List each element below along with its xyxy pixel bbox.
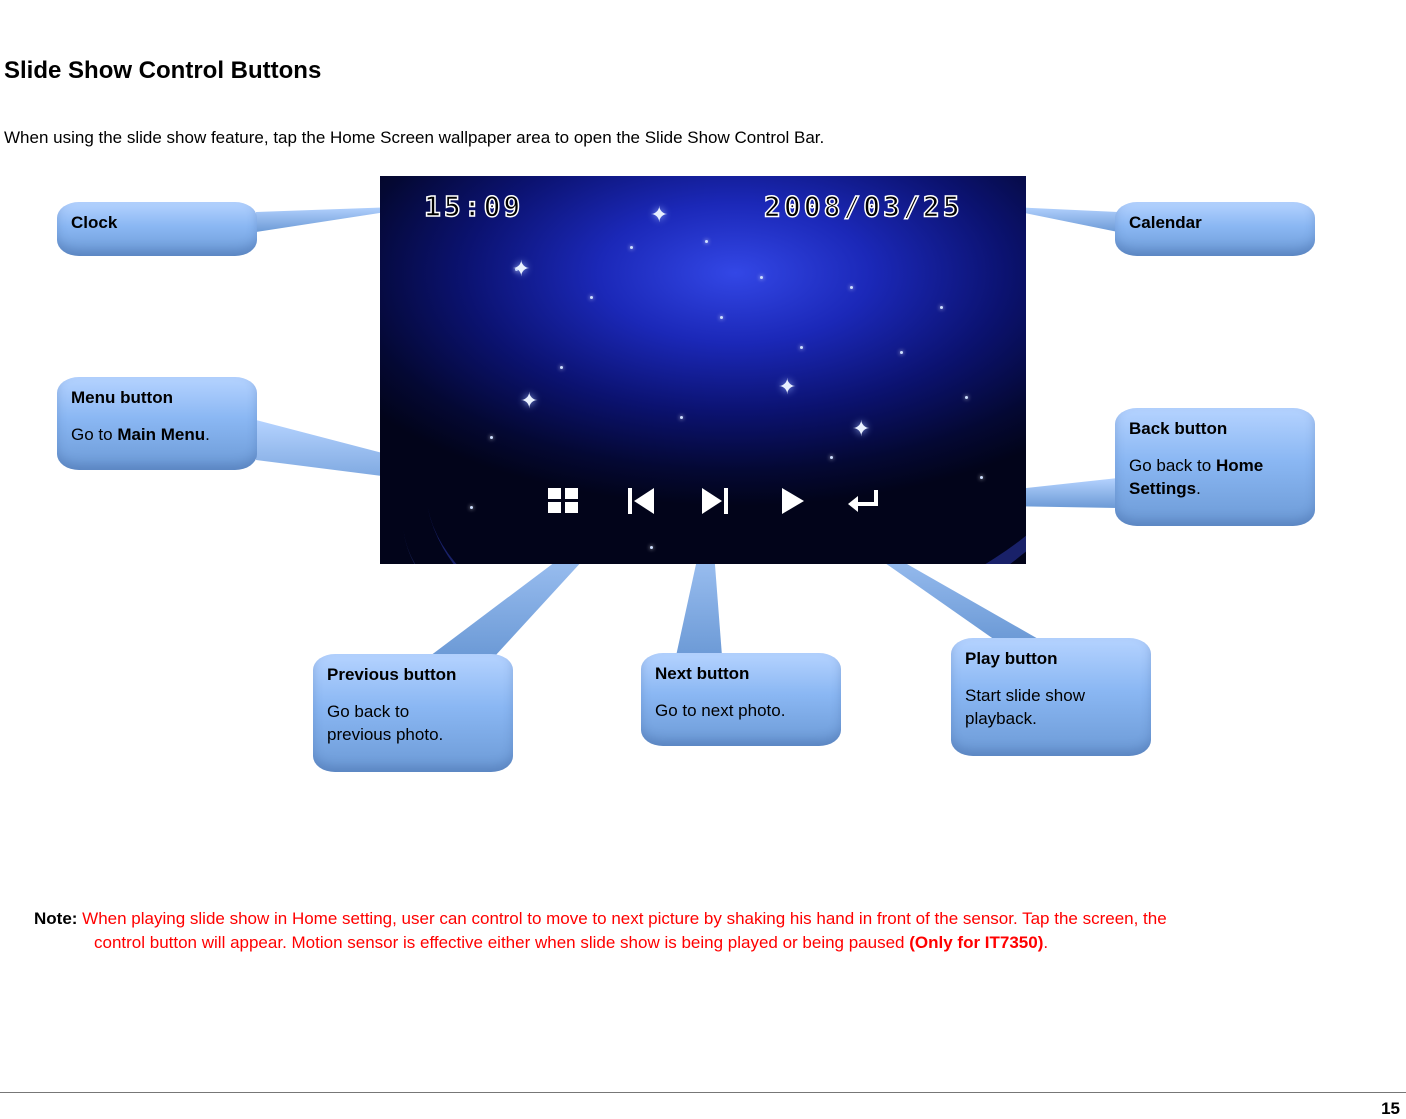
- play-icon[interactable]: [776, 486, 812, 516]
- star: [630, 246, 633, 249]
- star: [980, 476, 983, 479]
- star: [705, 240, 708, 243]
- star: [720, 316, 723, 319]
- sparkle-star: ✦: [512, 256, 531, 281]
- next-icon[interactable]: [696, 486, 732, 516]
- star: [760, 276, 763, 279]
- star: [800, 346, 803, 349]
- star: [680, 416, 683, 419]
- next-button-callout: Next button Go to next photo.: [641, 653, 841, 746]
- sparkle-star: ✦: [520, 388, 539, 413]
- star: [830, 456, 833, 459]
- clock-callout-title: Clock: [71, 213, 118, 232]
- star: [850, 286, 853, 289]
- clock-display: 15:09: [423, 189, 524, 224]
- star: [560, 366, 563, 369]
- back-button-callout: Back button Go back to Home Settings.: [1115, 408, 1315, 526]
- menu-callout-desc: Go to Main Menu.: [71, 425, 210, 444]
- back-icon[interactable]: [846, 486, 882, 516]
- sparkle-star: ✦: [778, 374, 797, 399]
- note-text-line1: When playing slide show in Home setting,…: [77, 909, 1167, 928]
- note-paragraph: Note: When playing slide show in Home se…: [34, 907, 1394, 955]
- sparkle-star: ✦: [852, 416, 871, 441]
- calendar-callout-title: Calendar: [1129, 213, 1202, 232]
- star: [515, 268, 518, 271]
- previous-icon[interactable]: [624, 486, 660, 516]
- next-callout-desc: Go to next photo.: [655, 701, 786, 720]
- sparkle-star: ✦: [650, 202, 669, 227]
- play-callout-desc: Start slide show playback.: [965, 686, 1085, 728]
- star: [590, 296, 593, 299]
- star: [470, 506, 473, 509]
- page-number: 15: [1381, 1099, 1400, 1118]
- star: [965, 396, 968, 399]
- menu-button-callout: Menu button Go to Main Menu.: [57, 377, 257, 470]
- star: [900, 351, 903, 354]
- page-title: Slide Show Control Buttons: [4, 57, 322, 84]
- intro-text: When using the slide show feature, tap t…: [4, 128, 825, 147]
- star: [940, 306, 943, 309]
- previous-callout-desc: Go back to previous photo.: [327, 702, 444, 744]
- clock-callout: Clock: [57, 202, 257, 256]
- calendar-callout: Calendar: [1115, 202, 1315, 256]
- star: [490, 436, 493, 439]
- home-screen-wallpaper[interactable]: ✦ ✦ ✦ ✦ ✦ 15:09 2008/03/25: [380, 176, 1026, 564]
- calendar-display: 2008/03/25: [763, 189, 963, 224]
- next-callout-title: Next button: [655, 664, 750, 683]
- play-callout-title: Play button: [965, 649, 1058, 668]
- back-callout-desc: Go back to Home Settings.: [1129, 456, 1264, 498]
- note-text-line2: control button will appear. Motion senso…: [94, 933, 1049, 952]
- star: [650, 546, 653, 549]
- back-callout-title: Back button: [1129, 419, 1228, 438]
- menu-callout-title: Menu button: [71, 388, 173, 407]
- play-button-callout: Play button Start slide show playback.: [951, 638, 1151, 756]
- footer-divider: [0, 1092, 1406, 1093]
- previous-callout-title: Previous button: [327, 665, 457, 684]
- note-label: Note:: [34, 909, 78, 928]
- menu-icon[interactable]: [546, 486, 582, 516]
- previous-button-callout: Previous button Go back to previous phot…: [313, 654, 513, 772]
